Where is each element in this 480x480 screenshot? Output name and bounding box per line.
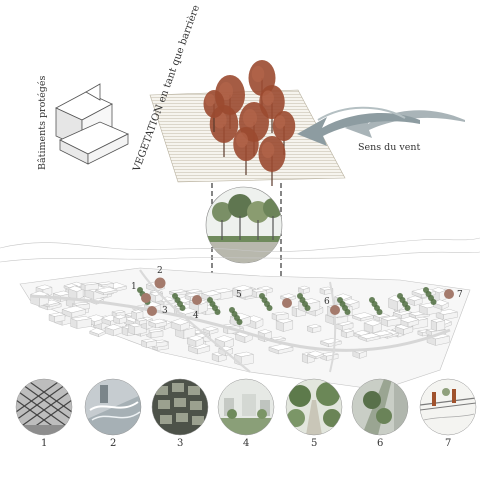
building-block (140, 338, 158, 348)
map-tree-icon (266, 305, 273, 311)
building-block (202, 326, 219, 335)
svg-text:1: 1 (41, 438, 47, 449)
building-block (351, 312, 374, 322)
tree-icon (258, 136, 286, 186)
site-markers: 1 2 3 4 5 6 7 (131, 266, 463, 321)
building-block (134, 318, 148, 325)
svg-text:1: 1 (131, 282, 137, 292)
map-tree-icon (304, 305, 311, 311)
building-block (297, 285, 311, 294)
map-tree-icon (344, 309, 351, 315)
svg-text:2: 2 (110, 438, 116, 449)
site-marker-3: 3 (147, 306, 168, 316)
map-tree-icon (376, 309, 383, 315)
building-block (271, 311, 289, 321)
site-marker-7: 7 (444, 289, 463, 300)
tree-icon (272, 111, 296, 155)
wind-arrows-icon (297, 106, 465, 146)
building-block (275, 317, 294, 332)
building-block (61, 305, 87, 318)
building-block (112, 314, 128, 325)
building-block (130, 309, 144, 320)
building-block (94, 287, 118, 296)
building-block (48, 312, 66, 323)
site-marker-6: 6 (324, 297, 340, 315)
building-block (398, 316, 420, 328)
protected-buildings-label: Bâtiments protégés (37, 76, 48, 170)
building-block (406, 295, 423, 306)
city-massing (19, 267, 471, 391)
photo-6-planted-street: 6 (351, 378, 409, 449)
building-block (430, 318, 446, 332)
svg-text:5: 5 (311, 438, 317, 449)
building-block (357, 332, 381, 342)
wind-direction-label: Sens du vent (358, 142, 420, 153)
map-tree-icon (179, 305, 186, 311)
building-block (148, 318, 168, 329)
svg-text:5: 5 (236, 290, 242, 300)
building-block (232, 285, 253, 299)
building-block (127, 322, 148, 336)
map-tree-icon (404, 305, 411, 311)
building-block (306, 324, 322, 334)
tree-icon (203, 90, 225, 132)
building-block (80, 282, 99, 291)
map-tree-icon (236, 319, 243, 325)
photo-1-fence-lattice: 1 (15, 378, 73, 449)
photo-strip: 1 2 (15, 378, 477, 449)
photo-3-aerial-grid: 3 (151, 378, 209, 449)
building-block (233, 351, 255, 366)
building-block (306, 350, 325, 360)
photo-7-bridge-sketch: 7 (419, 378, 477, 449)
building-block (104, 324, 123, 337)
tree-icon (233, 127, 259, 175)
svg-text:4: 4 (193, 311, 199, 321)
tree-cluster (203, 60, 296, 186)
building-block (380, 315, 402, 327)
photo-2-water-pavement: 2 (84, 378, 142, 449)
map-tree-icon (214, 309, 221, 315)
building-block (363, 319, 383, 334)
svg-text:3: 3 (162, 306, 168, 316)
vegetation-detail-circle (205, 186, 283, 264)
svg-text:6: 6 (324, 297, 330, 307)
svg-text:2: 2 (157, 266, 163, 276)
protected-building-sketch (55, 83, 129, 165)
svg-text:3: 3 (177, 438, 183, 449)
site-marker-1: 1 (131, 282, 151, 303)
building-block (30, 290, 50, 307)
photo-5-tree-lined-path: 5 (285, 378, 343, 449)
dashed-connectors (211, 183, 282, 290)
svg-text:7: 7 (445, 438, 451, 449)
svg-text:7: 7 (457, 290, 463, 300)
svg-text:6: 6 (377, 438, 383, 449)
site-marker-4: 4 (192, 295, 202, 321)
site-marker-5: 5 (236, 290, 292, 308)
map-tree-icon (430, 299, 437, 305)
building-block (149, 291, 164, 303)
terrain-contours (0, 237, 480, 263)
site-marker-2: 2 (154, 266, 166, 289)
photo-4-garden-courtyard: 4 (217, 378, 275, 449)
building-block (146, 329, 164, 339)
building-block (70, 316, 92, 329)
building-block (432, 299, 450, 311)
svg-text:4: 4 (243, 438, 249, 449)
building-block (170, 318, 190, 332)
